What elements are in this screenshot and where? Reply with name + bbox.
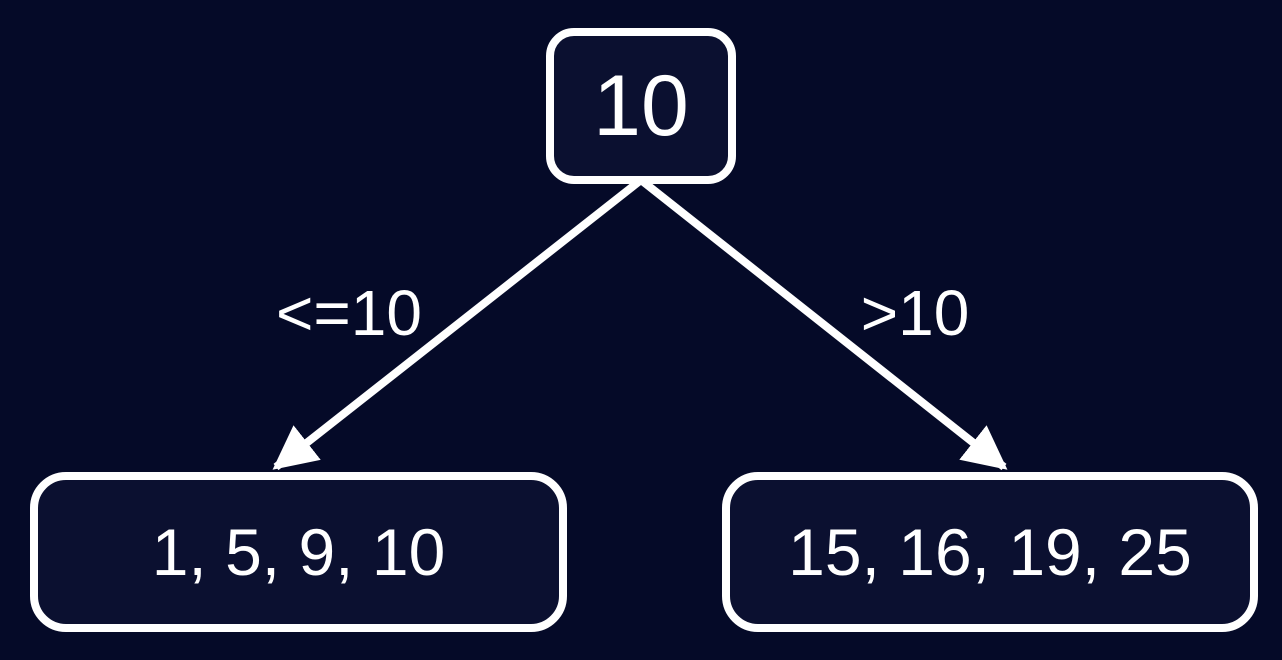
right-edge-arrow — [638, 176, 1008, 471]
right-leaf-node: 15, 16, 19, 25 — [722, 472, 1258, 632]
left-leaf-node: 1, 5, 9, 10 — [30, 472, 567, 632]
root-node: 10 — [546, 28, 736, 184]
left-edge-arrow — [272, 176, 644, 471]
right-edge-label: >10 — [860, 277, 970, 349]
left-edge-label: <=10 — [276, 277, 422, 349]
